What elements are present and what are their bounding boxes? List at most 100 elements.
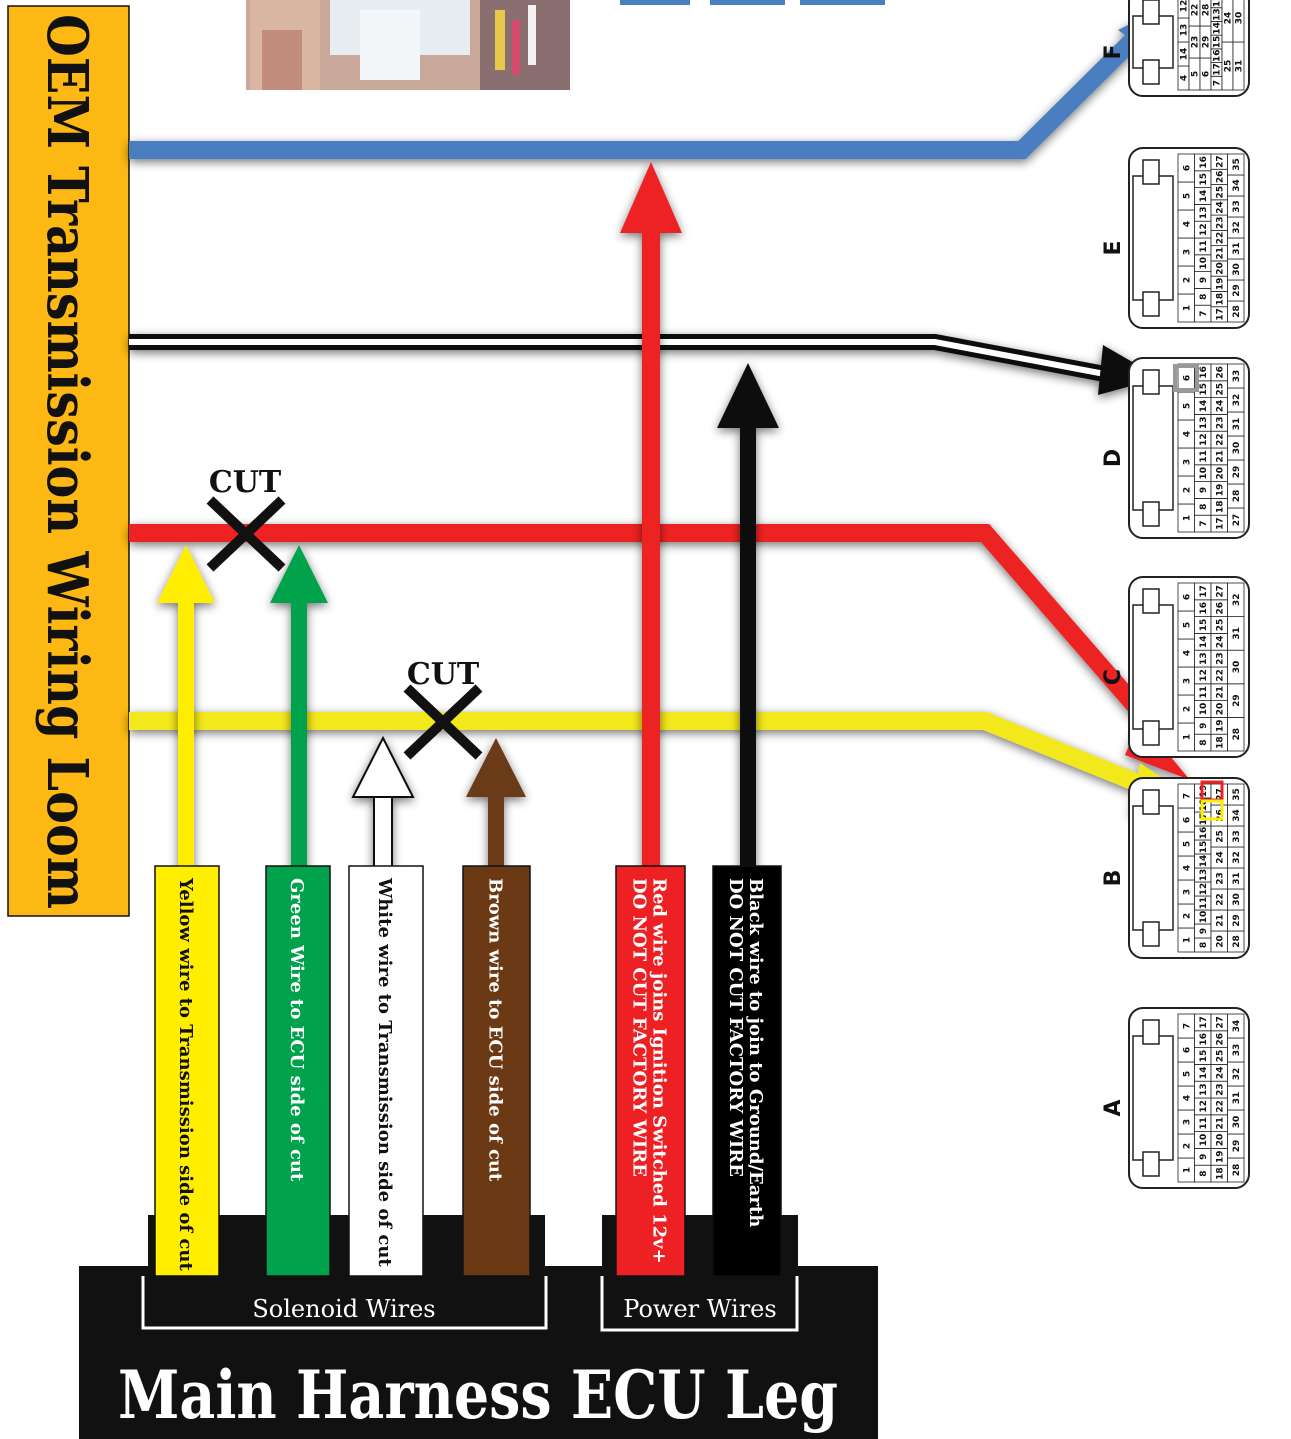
pin-label: 16 — [1199, 827, 1209, 840]
pin-label: 29 — [1202, 36, 1212, 49]
pin-label: 4 — [1182, 221, 1192, 227]
pin-label: 21 — [1215, 450, 1225, 463]
pin-label: 14 — [1199, 1067, 1209, 1080]
pin-label: 8 — [1199, 504, 1209, 510]
pin-label: 17 — [1215, 308, 1225, 321]
pin-label: 21 — [1215, 914, 1225, 927]
pin-label: 12 — [1199, 433, 1209, 446]
wire-label-text: White wire to Transmission side of cut — [374, 877, 395, 1267]
pin-label: 10 — [1199, 257, 1209, 270]
wire-label-2: White wire to Transmission side of cut — [348, 865, 424, 1277]
pin-label: 6 — [1182, 594, 1192, 600]
pin-label: 9 — [1199, 277, 1209, 283]
pin-label: 26 — [1215, 809, 1225, 822]
pin-label: 23 — [1215, 1083, 1225, 1096]
pin-label: 14 — [1180, 48, 1190, 61]
pin-label: 6 — [1182, 375, 1192, 381]
pin-label: 30 — [1232, 263, 1242, 276]
pin-label: 13 — [1199, 869, 1209, 882]
pin-label: 28 — [1232, 728, 1242, 741]
pin-label: 13 — [1199, 1083, 1209, 1096]
wire-label-0: Yellow wire to Transmission side of cut — [154, 865, 220, 1277]
pin-label: 14 — [1213, 22, 1223, 35]
pin-label: 22 — [1191, 4, 1201, 17]
pin-label: 16 — [1213, 49, 1223, 62]
pin-label: 29 — [1232, 284, 1242, 297]
pin-label: 14 — [1199, 636, 1209, 649]
pin-label: 16 — [1199, 1033, 1209, 1046]
pin-label: 12 — [1180, 0, 1190, 12]
connector-id-D: D — [1101, 449, 1126, 467]
arrow-red-vertical — [620, 162, 682, 875]
pin-label: 29 — [1232, 1140, 1242, 1153]
pin-label: 27 — [1215, 155, 1225, 168]
connector-id-F: F — [1101, 44, 1126, 59]
pin-label: 28 — [1232, 490, 1242, 503]
pin-label: 17 — [1199, 1016, 1209, 1029]
pin-label: 5 — [1182, 1071, 1192, 1077]
pin-label: 27 — [1215, 585, 1225, 598]
pin-label: 21 — [1215, 1117, 1225, 1130]
pin-label: 33 — [1232, 1044, 1242, 1057]
cut-mark-1: CUT — [206, 465, 286, 572]
pin-label: 17 — [1213, 63, 1223, 76]
pin-highlight-d1 — [1173, 364, 1199, 392]
pin-label: 31 — [1232, 872, 1242, 885]
pin-label: 25 — [1224, 60, 1234, 73]
pin-label: 5 — [1182, 193, 1192, 199]
pin-label: 15 — [1199, 1050, 1209, 1063]
wire-yellow-horizontal — [129, 712, 1195, 815]
pin-label: 15 — [1199, 619, 1209, 632]
pin-label: 27 — [1215, 788, 1225, 801]
pin-label: 18 — [1199, 799, 1209, 812]
pin-label: 3 — [1182, 678, 1192, 684]
pin-label: 24 — [1215, 1067, 1225, 1080]
pin-label: 30 — [1235, 12, 1245, 25]
pin-label: 20 — [1215, 262, 1225, 275]
pin-label: 1 — [1182, 305, 1192, 311]
pin-label: 20 — [1215, 935, 1225, 948]
pin-label: 9 — [1199, 487, 1209, 493]
pin-label: 2 — [1182, 487, 1192, 493]
wire-label-text: DO NOT CUT FACTORY WIRE — [725, 878, 746, 1177]
pin-label: 10 — [1199, 467, 1209, 480]
pin-label: 26 — [1215, 366, 1225, 379]
pin-label: 26 — [1215, 602, 1225, 615]
pin-label: 2 — [1182, 913, 1192, 919]
pin-label: 29 — [1232, 914, 1242, 927]
connector-C: C123456891011121314151617181920212223242… — [1101, 576, 1250, 758]
pin-highlight-b9 — [1200, 799, 1224, 821]
pin-label: 16 — [1199, 366, 1209, 379]
connector-E: E123456789101112131415161718192021222324… — [1101, 147, 1250, 329]
pin-label: 25 — [1215, 830, 1225, 843]
pin-label: 1 — [1182, 515, 1192, 521]
pin-label: 18 — [1215, 501, 1225, 514]
pin-label: 7 — [1182, 793, 1192, 799]
pin-label: 26 — [1215, 171, 1225, 184]
pin-label: 1 — [1182, 937, 1192, 943]
pin-label: 2 — [1182, 706, 1192, 712]
pin-label: 22 — [1215, 232, 1225, 245]
pin-label: 32 — [1232, 851, 1242, 864]
pin-label: 31 — [1235, 60, 1245, 73]
pin-label: 8 — [1199, 1170, 1209, 1176]
pin-label: 33 — [1232, 370, 1242, 383]
pin-label: 14 — [1199, 855, 1209, 868]
pin-label: 23 — [1215, 872, 1225, 885]
pin-label: 22 — [1215, 893, 1225, 906]
pin-label: 13 — [1213, 8, 1223, 21]
pin-label: 6 — [1182, 165, 1192, 171]
connector-photo — [246, 0, 570, 90]
pin-label: 12 — [1199, 883, 1209, 896]
cut-mark-2: CUT — [403, 657, 483, 760]
connector-id-B: B — [1101, 870, 1126, 887]
pin-label: 7 — [1199, 310, 1209, 316]
pin-label: 11 — [1199, 897, 1209, 910]
pin-label: 30 — [1232, 893, 1242, 906]
wire-label-1: Green Wire to ECU side of cut — [265, 865, 331, 1277]
wire-label-text: Red wire joins Ignition Switched 12v+ — [649, 878, 670, 1264]
pin-label: 6 — [1182, 1047, 1192, 1053]
pin-label: 12 — [1213, 0, 1223, 7]
pin-label: 34 — [1232, 1020, 1242, 1033]
